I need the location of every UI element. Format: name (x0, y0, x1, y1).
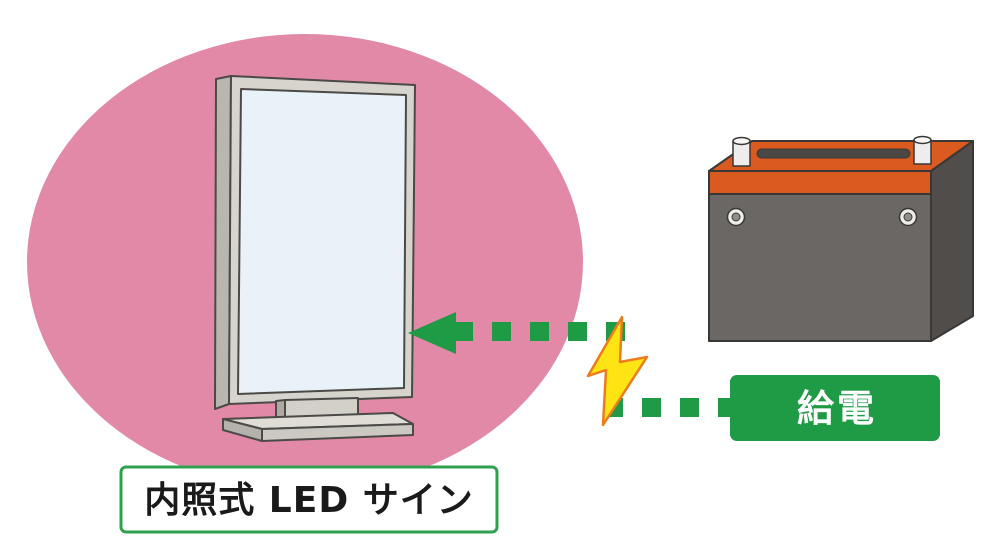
dash-segment (568, 322, 587, 341)
sign-caption-text: 内照式 LED サイン (144, 480, 473, 521)
lightning-icon (586, 315, 649, 427)
arrowhead (408, 312, 456, 354)
dash-segment (492, 322, 511, 341)
dashed-arrow-to-sign (408, 312, 625, 354)
dash-segment (530, 322, 549, 341)
battery-top-strip (708, 170, 932, 195)
power-supply-label: 給電 (730, 375, 940, 441)
dashed-line-from-label (604, 398, 737, 417)
battery-illustration (708, 135, 974, 342)
sign-caption: 内照式 LED サイン (119, 465, 499, 534)
sign-stand-base-front (261, 423, 414, 442)
battery-terminal-left (732, 136, 751, 167)
battery-handle-slot (756, 148, 911, 159)
sign-caption-box (119, 465, 499, 534)
dash-segment (454, 322, 473, 341)
battery-terminal-right (913, 135, 932, 165)
battery-port-left (726, 207, 746, 227)
dash-segment (642, 398, 661, 417)
dash-segment (680, 398, 699, 417)
power-supply-label-box (730, 375, 940, 441)
battery-side-face (930, 140, 974, 342)
battery-port-right (898, 207, 918, 227)
sign-screen (237, 88, 407, 395)
power-supply-label-text: 給電 (797, 387, 877, 430)
led-sign-illustration (214, 75, 416, 442)
